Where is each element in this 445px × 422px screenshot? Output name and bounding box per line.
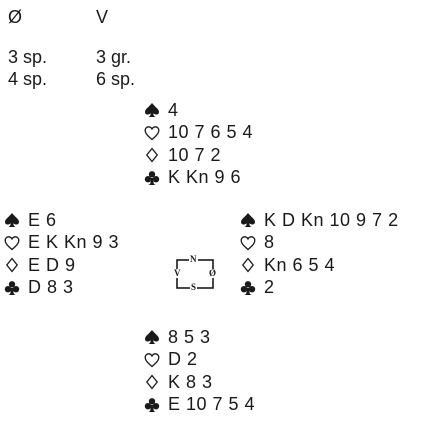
west-hearts: E K Kn 9 3: [28, 232, 120, 253]
club-icon: [240, 280, 264, 296]
north-hearts-row: 10 7 6 5 4: [144, 122, 253, 145]
diamond-outline-icon: [4, 257, 28, 273]
south-diamonds-row: K 8 3: [144, 371, 255, 394]
north-diamonds: 10 7 2: [168, 144, 222, 165]
diamond-outline-icon: [240, 257, 264, 273]
auction-bid: 3 sp.: [8, 47, 48, 67]
north-hearts: 10 7 6 5 4: [168, 122, 254, 143]
west-diamonds-row: E D 9: [4, 254, 119, 277]
club-icon: [4, 280, 28, 296]
compass-west: V: [173, 268, 182, 278]
spade-icon: [240, 212, 264, 228]
east-hearts-row: 8: [240, 232, 399, 255]
auction-header-east: Ø: [8, 7, 23, 27]
auction-header-west: V: [96, 7, 109, 27]
compass-north: N: [189, 254, 198, 264]
auction-bid: 4 sp.: [8, 69, 48, 89]
north-spades: 4: [168, 99, 179, 120]
spade-icon: [144, 102, 168, 118]
west-spades: E 6: [28, 209, 57, 230]
south-hand: 8 5 3 D 2 K 8 3 E 10 7 5 4: [144, 326, 255, 416]
club-icon: [144, 170, 168, 186]
heart-outline-icon: [240, 235, 264, 251]
west-clubs: D 8 3: [28, 277, 74, 298]
east-diamonds: Kn 6 5 4: [264, 254, 336, 275]
west-hand: E 6 E K Kn 9 3 E D 9 D 8 3: [4, 209, 119, 299]
auction-bid: 3 gr.: [96, 47, 132, 67]
east-diamonds-row: Kn 6 5 4: [240, 254, 399, 277]
spade-icon: [144, 329, 168, 345]
south-spades-row: 8 5 3: [144, 326, 255, 349]
east-spades-row: K D Kn 10 9 7 2: [240, 209, 399, 232]
west-hearts-row: E K Kn 9 3: [4, 232, 119, 255]
east-spades: K D Kn 10 9 7 2: [264, 209, 399, 230]
west-spades-row: E 6: [4, 209, 119, 232]
heart-outline-icon: [4, 235, 28, 251]
south-hearts-row: D 2: [144, 349, 255, 372]
heart-outline-icon: [144, 352, 168, 368]
south-hearts: D 2: [168, 349, 198, 370]
south-clubs: E 10 7 5 4: [168, 394, 256, 415]
north-clubs-row: K Kn 9 6: [144, 167, 253, 190]
heart-outline-icon: [144, 125, 168, 141]
east-hand: K D Kn 10 9 7 2 8 Kn 6 5 4 2: [240, 209, 399, 299]
spade-icon: [4, 212, 28, 228]
south-spades: 8 5 3: [168, 326, 211, 347]
east-hearts: 8: [264, 232, 275, 253]
club-icon: [144, 397, 168, 413]
compass-east: Ø: [208, 268, 218, 278]
diamond-outline-icon: [144, 147, 168, 163]
east-clubs: 2: [264, 277, 275, 298]
north-spades-row: 4: [144, 99, 253, 122]
auction-bid: 6 sp.: [96, 69, 136, 89]
north-hand: 4 10 7 6 5 4 10 7 2 K Kn 9 6: [144, 99, 253, 189]
compass-south: S: [190, 282, 198, 292]
north-clubs: K Kn 9 6: [168, 167, 242, 188]
north-diamonds-row: 10 7 2: [144, 144, 253, 167]
west-diamonds: E D 9: [28, 254, 76, 275]
compass: N V Ø S: [170, 254, 220, 294]
south-clubs-row: E 10 7 5 4: [144, 394, 255, 417]
south-diamonds: K 8 3: [168, 371, 213, 392]
west-clubs-row: D 8 3: [4, 277, 119, 300]
diamond-outline-icon: [144, 374, 168, 390]
east-clubs-row: 2: [240, 277, 399, 300]
